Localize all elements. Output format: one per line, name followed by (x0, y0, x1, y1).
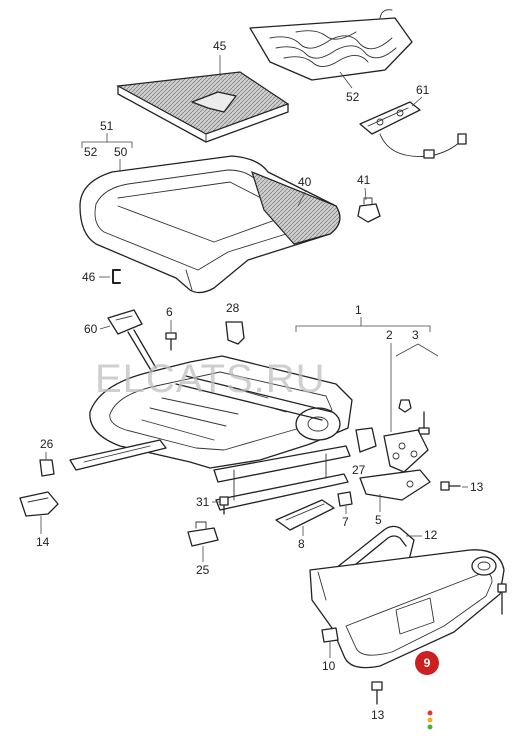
part-cushion-pad (116, 71, 290, 143)
watermark-text: ELCATS.RU (95, 357, 326, 401)
highlight-badge[interactable] (415, 651, 439, 675)
part-screw-3 (418, 411, 430, 435)
part-seat-frame (69, 355, 353, 511)
part-clip-26 (39, 459, 55, 477)
status-dot-yellow (427, 717, 433, 723)
status-indicator (427, 710, 433, 730)
part-bracket-28 (225, 321, 245, 345)
part-bolt-13-bottom (371, 681, 383, 705)
part-bolt-6 (165, 332, 177, 351)
callout-27: 27 (352, 463, 366, 477)
part-screw-31 (219, 496, 229, 515)
part-seat-cushion (79, 155, 341, 294)
callout-6: 6 (166, 305, 173, 319)
callout-45: 45 (213, 39, 227, 53)
callout-14: 14 (36, 535, 50, 549)
part-clip-41 (357, 197, 381, 223)
callout-31: 31 (196, 495, 210, 509)
callout-12: 12 (424, 528, 438, 542)
callout-52-sub: 52 (84, 145, 98, 159)
part-screw-13-right (497, 583, 507, 615)
part-wiring-harness (359, 101, 467, 159)
callout-52: 52 (346, 90, 360, 104)
callout-2: 2 (386, 328, 393, 342)
part-bolt-13-upper (440, 481, 461, 491)
status-dot-red (427, 710, 433, 716)
callout-10: 10 (322, 659, 336, 673)
callout-26: 26 (40, 437, 54, 451)
callout-41: 41 (357, 173, 371, 187)
callout-13-upper: 13 (470, 480, 484, 494)
part-belt-buckle (107, 309, 157, 373)
part-bracket-27 (355, 427, 377, 453)
part-trim-8 (275, 499, 335, 531)
callout-5: 5 (375, 513, 382, 527)
part-plate-2 (383, 429, 429, 473)
part-heating-mat (249, 9, 413, 81)
callout-8: 8 (298, 537, 305, 551)
callout-50: 50 (114, 145, 128, 159)
callout-13-bottom: 13 (371, 708, 385, 722)
callout-3: 3 (412, 328, 419, 342)
callout-28: 28 (226, 301, 240, 315)
part-lever-5 (359, 469, 431, 501)
callout-1: 1 (355, 303, 362, 317)
callout-7: 7 (342, 515, 349, 529)
part-clip-10 (321, 627, 339, 643)
callout-51: 51 (100, 119, 114, 133)
part-clip-25 (187, 521, 219, 547)
callout-40: 40 (298, 175, 312, 189)
callout-25: 25 (196, 563, 210, 577)
callout-61: 61 (416, 83, 430, 97)
callout-46: 46 (82, 270, 96, 284)
status-dot-green (427, 724, 433, 730)
part-clip-7 (337, 491, 353, 507)
part-side-trim-9 (309, 549, 505, 669)
callout-60: 60 (84, 322, 98, 336)
part-nut-3 (398, 399, 412, 413)
part-cap-14 (19, 491, 59, 517)
callout-9[interactable]: 9 (424, 656, 431, 670)
